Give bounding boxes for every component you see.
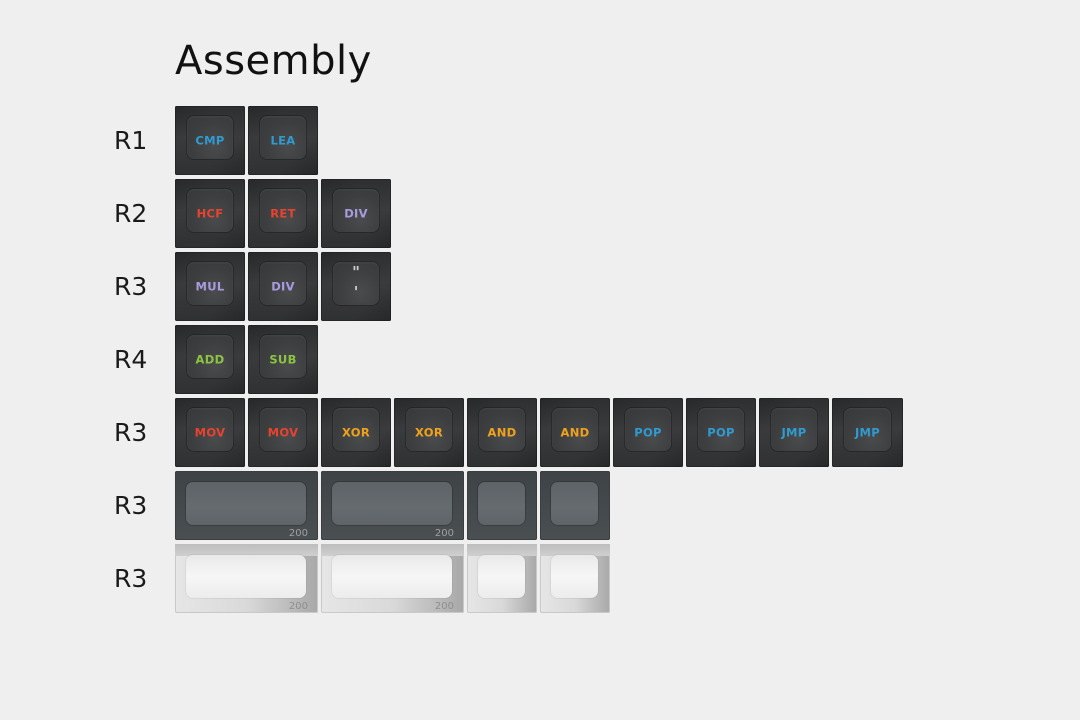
keycap-legend: POP [707,424,735,439]
keycap-legend: LEA [270,132,296,147]
keycap-legend-shift: " [352,263,360,281]
keycap-size-label: 200 [288,601,308,612]
keycap-legend: AND [560,424,590,439]
keycap-legend-base: ' [353,283,359,301]
row-label-2: R2 [114,199,148,228]
row-label-3: R3 [114,272,148,301]
keycap-legend: MUL [195,278,225,293]
keycap-div: DIV [248,252,318,321]
keycap-legend: HCF [196,205,224,220]
keycap-size-label: 200 [434,528,454,539]
row-label-5: R3 [114,418,148,447]
row-label-7: R3 [114,564,148,593]
keycap-size-label: 200 [288,528,308,539]
keycap-jmp: JMP [832,398,903,467]
keycap-lea: LEA [248,106,318,175]
keycap-mul: MUL [175,252,245,321]
keycap-legend: SUB [269,351,297,366]
keycap-legend: JMP [854,424,881,439]
keycap-ret: RET [248,179,318,248]
keycap-jmp: JMP [759,398,829,467]
keycap-and: AND [467,398,537,467]
keycap-blank-2u-white: 200 [321,544,464,613]
keycap-cmp: CMP [175,106,245,175]
keycap-legend: POP [634,424,662,439]
keycap-legend: CMP [195,132,225,147]
keycap-blank-2u-white: 200 [175,544,318,613]
page-title: Assembly [175,38,372,84]
keycap-hcf: HCF [175,179,245,248]
keycap-add: ADD [175,325,245,394]
keycap-and: AND [540,398,610,467]
keycap-blank-1u-grey [467,471,537,540]
keycap-pop: POP [686,398,756,467]
keycap-xor: XOR [321,398,391,467]
keycap-blank-1u-grey [540,471,610,540]
keycap-blank-2u-grey: 200 [175,471,318,540]
keycap-blank-1u-white [467,544,537,613]
keycap-blank-2u-grey: 200 [321,471,464,540]
keycap-blank-1u-white [540,544,610,613]
keycap-size-label: 200 [434,601,454,612]
keycap-mov: MOV [248,398,318,467]
row-label-4: R4 [114,345,148,374]
keycap-legend: RET [270,205,296,220]
keycap-sub: SUB [248,325,318,394]
row-label-1: R1 [114,126,148,155]
keycap-legend: MOV [267,424,299,439]
keycap-mov: MOV [175,398,245,467]
keycap-legend: XOR [415,424,443,439]
keycap-pop: POP [613,398,683,467]
keycap-legend: XOR [342,424,370,439]
keycap-legend: JMP [781,424,807,439]
keycap-xor: XOR [394,398,464,467]
keycap-legend: DIV [271,278,295,293]
keycap-div: DIV [321,179,391,248]
keycap-legend: ADD [195,351,225,366]
keycap-quote: " ' [321,252,391,321]
row-label-6: R3 [114,491,148,520]
keycap-legend: MOV [194,424,226,439]
keycap-legend: AND [487,424,517,439]
keycap-legend: DIV [344,205,368,220]
